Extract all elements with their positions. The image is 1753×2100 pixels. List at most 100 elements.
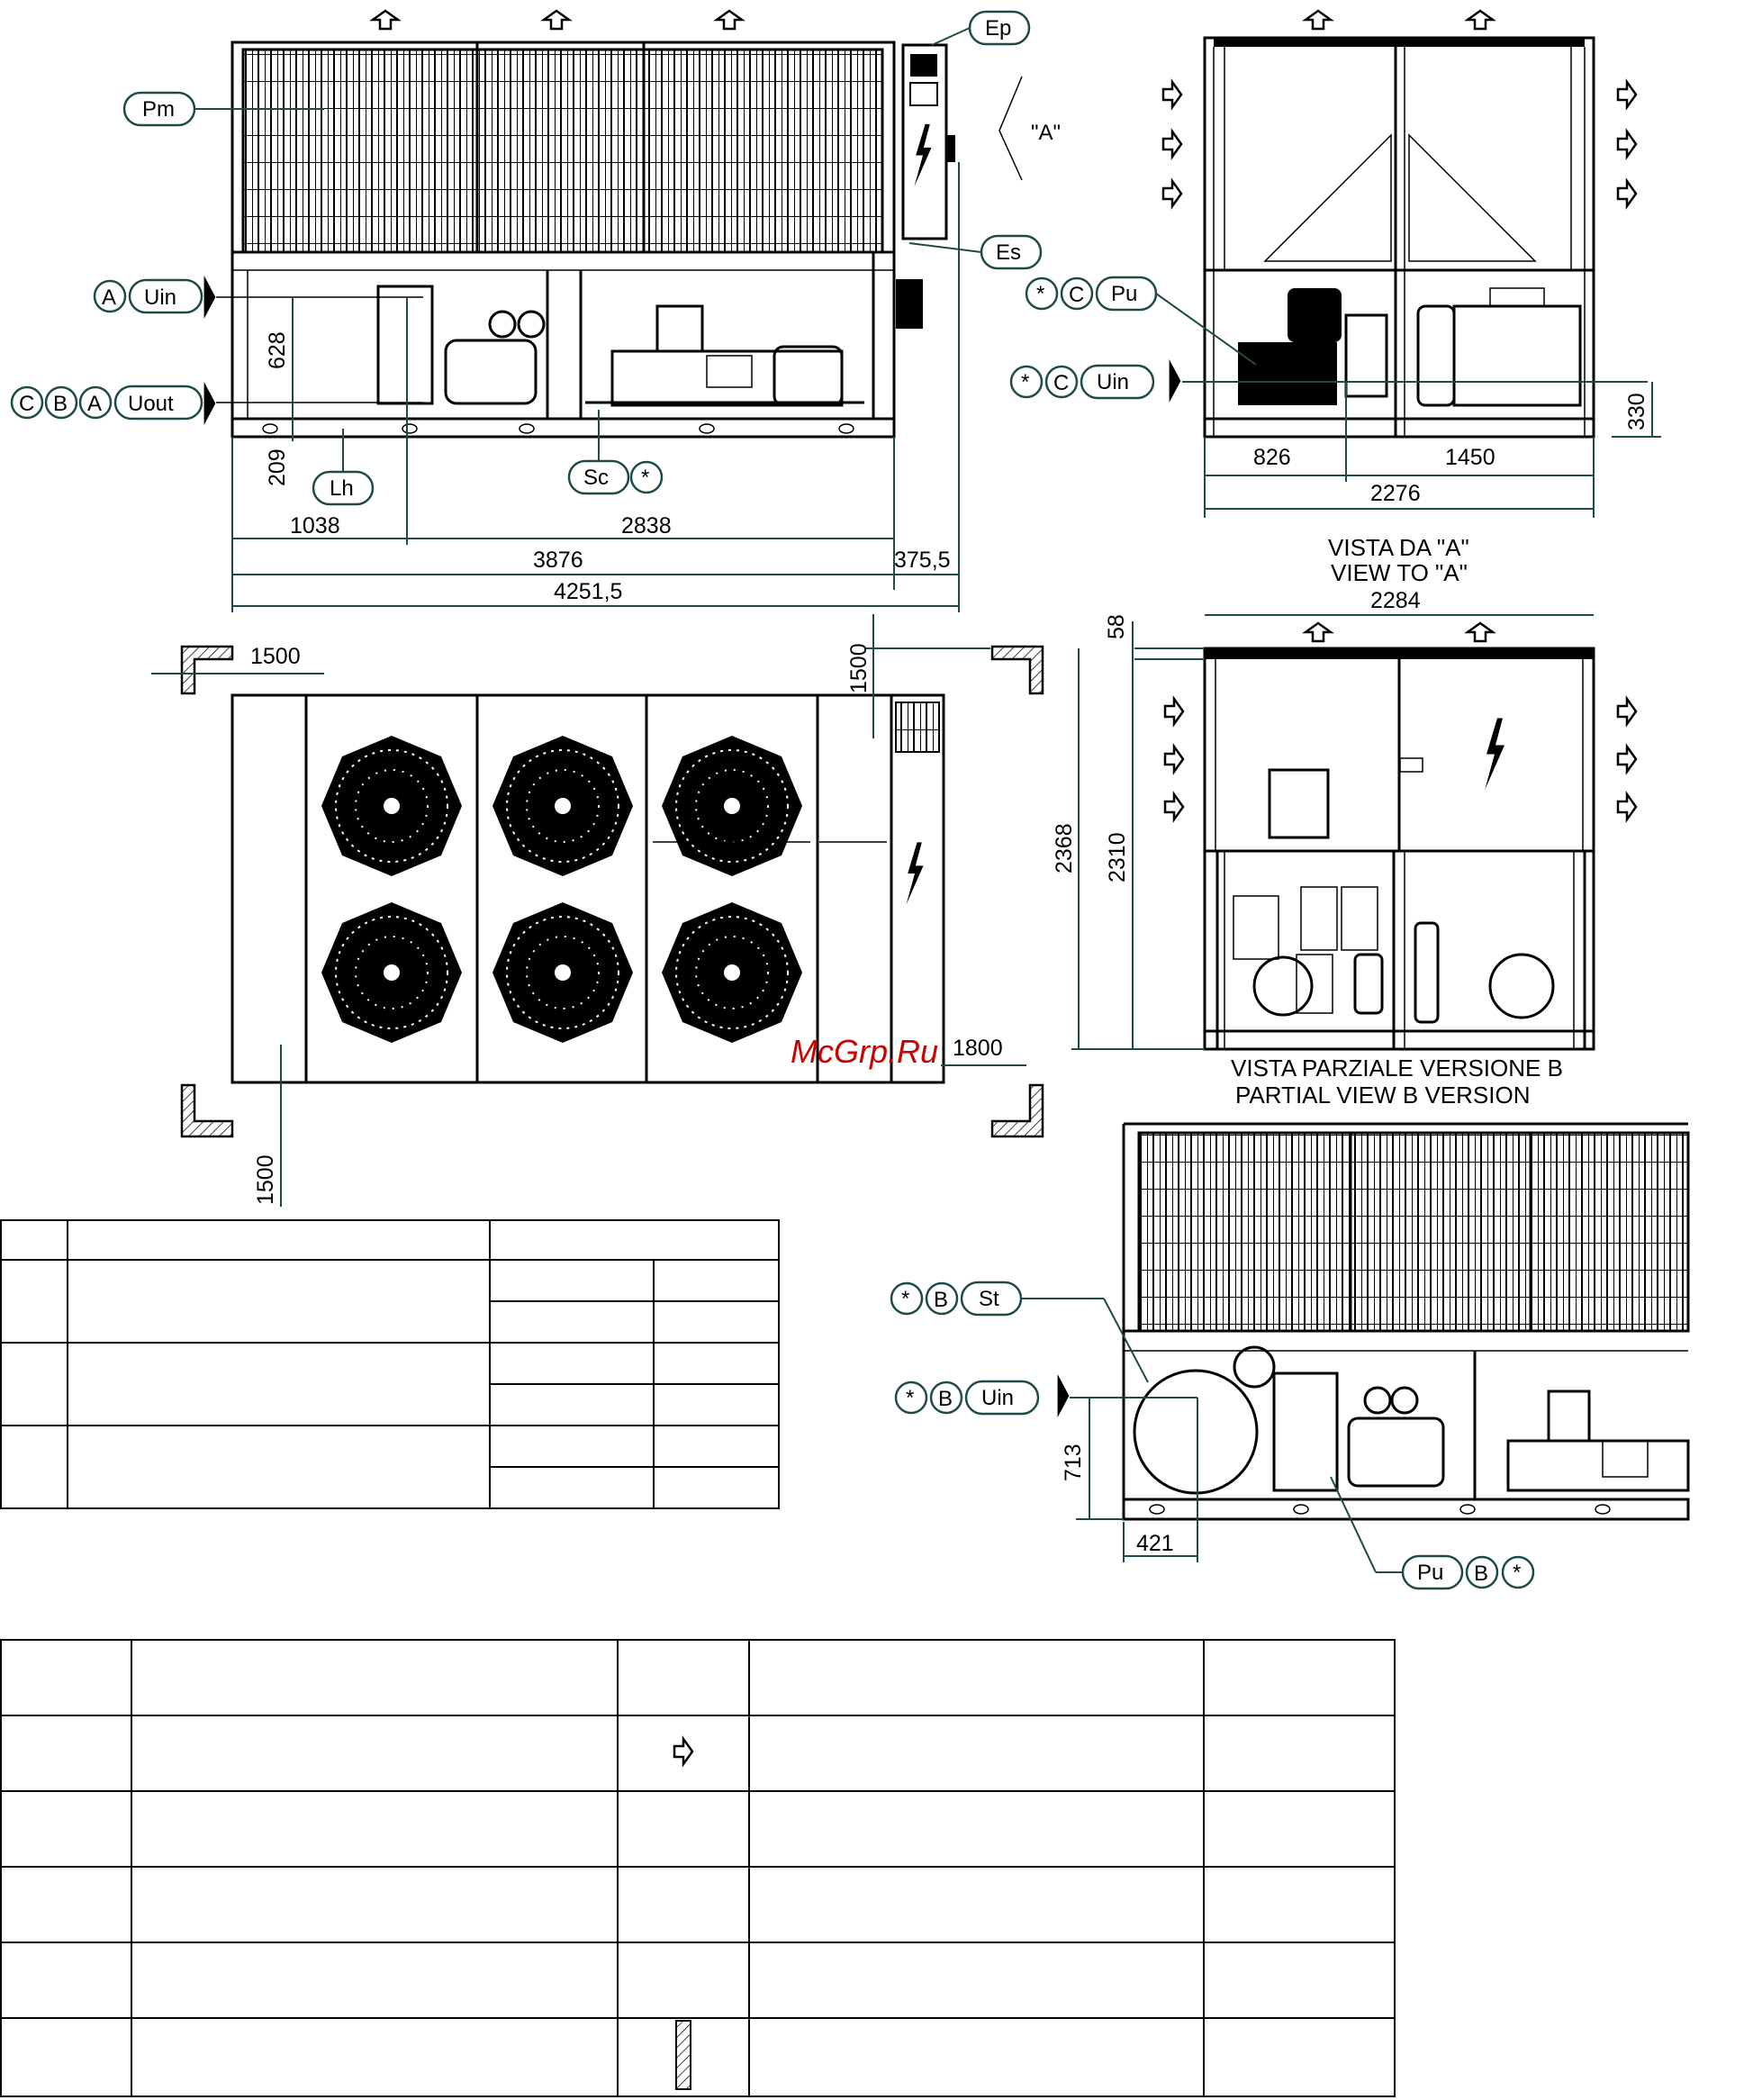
dim-421: 421 xyxy=(1136,1531,1174,1556)
table-cell xyxy=(131,1866,619,1943)
dim-58: 58 xyxy=(1104,614,1129,639)
airflow-arrow-icon xyxy=(1163,745,1185,774)
table-cell xyxy=(653,1259,780,1302)
side-dimensions: 826 1450 2276 330 xyxy=(1204,382,1661,518)
dim-375-5: 375,5 xyxy=(894,548,951,573)
table-cell xyxy=(489,1219,780,1261)
front-dimensions: 628 209 1038 2838 3876 375,5 4251,5 xyxy=(231,162,960,612)
title-view-a-en: VIEW TO "A" xyxy=(1331,559,1468,586)
airflow-arrow-icon xyxy=(1616,792,1638,821)
side-callouts: * C Pu * C Uin xyxy=(1009,276,1648,400)
dim-628: 628 xyxy=(265,331,290,369)
airflow-arrow-icon xyxy=(1466,9,1495,31)
clearance-bracket-bottom-right xyxy=(990,1083,1044,1138)
dim-2838: 2838 xyxy=(621,513,672,539)
water-connection-icon xyxy=(203,276,216,319)
front-elevation-view: "A" xyxy=(203,9,1061,439)
dim-1500-top: 1500 xyxy=(846,643,872,693)
table-cell xyxy=(0,1342,68,1426)
table-cell xyxy=(131,1715,619,1792)
callout-lh: Lh xyxy=(330,476,354,501)
dim-4251-5: 4251,5 xyxy=(554,579,622,604)
airflow-arrow-icon xyxy=(371,9,400,31)
callout-uin: Uin xyxy=(144,285,176,310)
table-cell xyxy=(1203,2017,1396,2097)
dim-1800: 1800 xyxy=(953,1036,1003,1061)
airflow-arrow-icon xyxy=(1466,621,1495,643)
water-connection-icon xyxy=(1169,359,1181,403)
table-cell xyxy=(0,1219,68,1261)
table-cell xyxy=(748,1866,1205,1943)
table-cell xyxy=(1203,1790,1396,1868)
airflow-arrow-icon xyxy=(1616,130,1638,158)
callout-star: * xyxy=(1036,282,1044,306)
clearance-bracket-top-right xyxy=(990,645,1044,695)
fan-icon xyxy=(661,901,803,1044)
table-cell xyxy=(489,1383,655,1426)
clearance-table xyxy=(0,1219,780,1509)
table-cell xyxy=(1203,1715,1396,1792)
callout-b: B xyxy=(1474,1561,1488,1586)
table-cell xyxy=(0,1715,132,1792)
table-cell xyxy=(1203,1866,1396,1943)
table-cell xyxy=(653,1342,780,1385)
airflow-arrow-icon xyxy=(1163,697,1185,726)
dim-209: 209 xyxy=(265,448,290,486)
callout-b: B xyxy=(934,1288,948,1312)
callout-star: * xyxy=(641,466,649,490)
table-cell xyxy=(489,1425,655,1468)
title-vista-a-it: VISTA DA "A" xyxy=(1328,534,1469,561)
table-cell xyxy=(1203,1639,1396,1716)
callout-sc: Sc xyxy=(583,466,609,490)
table-cell xyxy=(748,1715,1205,1792)
dim-1038: 1038 xyxy=(290,513,340,539)
table-cell xyxy=(617,2017,750,2097)
airflow-arrow-icon xyxy=(1616,80,1638,109)
dim-713: 713 xyxy=(1061,1444,1086,1481)
table-cell xyxy=(131,2017,619,2097)
view-a-front xyxy=(1163,621,1638,1051)
table-cell xyxy=(653,1425,780,1468)
table-cell xyxy=(0,1639,132,1716)
callout-uin: Uin xyxy=(981,1386,1014,1410)
table-cell xyxy=(617,1942,750,2019)
table-cell xyxy=(0,1790,132,1868)
dim-2310: 2310 xyxy=(1105,832,1130,883)
plan-view xyxy=(180,645,1044,1138)
title-partial-it: VISTA PARZIALE VERSIONE B xyxy=(1231,1055,1563,1082)
callout-pu: Pu xyxy=(1417,1561,1443,1585)
table-cell xyxy=(67,1425,491,1509)
callout-star: * xyxy=(1021,370,1029,394)
table-cell xyxy=(67,1219,491,1261)
callout-b: B xyxy=(938,1387,953,1411)
legend-table xyxy=(0,1639,1396,2097)
airflow-arrow-icon xyxy=(1304,9,1333,31)
callout-c: C xyxy=(19,392,34,416)
airflow-arrow-icon xyxy=(673,1734,694,1768)
airflow-arrow-icon xyxy=(542,9,571,31)
partial-callouts: * B St * B Uin Pu B * xyxy=(890,1281,1535,1590)
water-connection-icon xyxy=(203,382,216,425)
electrical-hazard-icon xyxy=(906,842,924,905)
callout-uin: Uin xyxy=(1097,370,1129,394)
dim-2276: 2276 xyxy=(1370,481,1421,506)
airflow-arrow-icon xyxy=(1161,179,1183,208)
callout-es: Es xyxy=(996,240,1021,265)
table-cell xyxy=(489,1342,655,1385)
table-cell xyxy=(67,1259,491,1344)
callout-b: B xyxy=(53,392,68,416)
callout-star: * xyxy=(901,1287,909,1311)
table-cell xyxy=(653,1383,780,1426)
callout-c: C xyxy=(1069,283,1084,307)
clearance-bracket-bottom-left xyxy=(180,1083,234,1138)
table-cell xyxy=(489,1466,655,1509)
table-cell xyxy=(131,1639,619,1716)
table-cell xyxy=(1203,1942,1396,2019)
callout-a: A xyxy=(87,392,102,416)
partial-view-title: VISTA PARZIALE VERSIONE B PARTIAL VIEW B… xyxy=(1231,1055,1563,1109)
table-cell xyxy=(617,1790,750,1868)
callout-pu: Pu xyxy=(1111,282,1137,306)
dim-1500-left: 1500 xyxy=(250,644,301,669)
airflow-arrow-icon xyxy=(715,9,744,31)
table-cell xyxy=(748,2017,1205,2097)
